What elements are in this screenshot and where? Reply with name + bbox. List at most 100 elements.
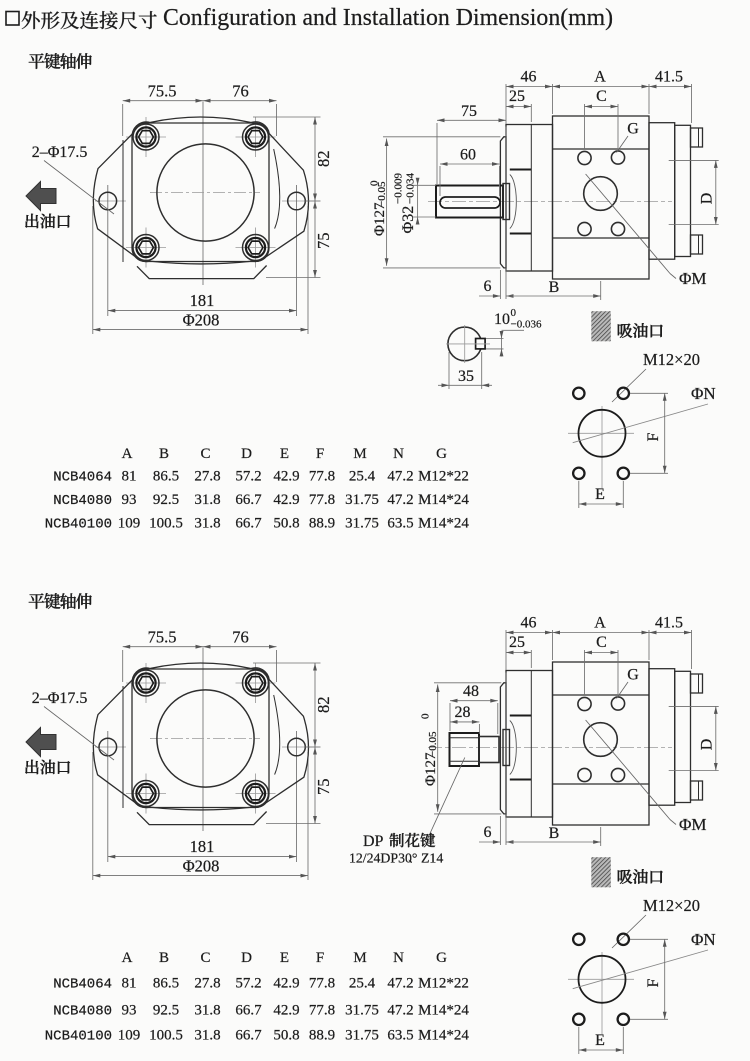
svg-text:A: A — [122, 446, 133, 462]
svg-text:ΦN: ΦN — [691, 384, 716, 403]
svg-text:66.7: 66.7 — [235, 1027, 262, 1043]
svg-text:75: 75 — [314, 233, 333, 250]
svg-text:42.9: 42.9 — [273, 1003, 299, 1019]
svg-text:47.2: 47.2 — [387, 1003, 413, 1019]
svg-text:48: 48 — [463, 683, 479, 700]
svg-text:92.5: 92.5 — [153, 492, 179, 508]
svg-text:M14*24: M14*24 — [418, 492, 469, 508]
svg-text:42.9: 42.9 — [273, 469, 299, 485]
svg-text:Z14: Z14 — [421, 851, 443, 866]
svg-text:−0.036: −0.036 — [511, 319, 542, 331]
svg-text:B: B — [159, 446, 169, 462]
svg-text:77.8: 77.8 — [309, 469, 335, 485]
svg-text:28: 28 — [455, 704, 471, 721]
svg-text:0: 0 — [511, 307, 517, 319]
svg-text:M14*24: M14*24 — [418, 1027, 469, 1043]
svg-text:A: A — [594, 69, 606, 86]
svg-text:D: D — [699, 193, 716, 205]
svg-text:B: B — [549, 279, 560, 296]
svg-text:NCB4064: NCB4064 — [53, 470, 112, 486]
svg-text:60: 60 — [460, 147, 476, 164]
svg-text:E: E — [280, 950, 289, 966]
svg-text:77.8: 77.8 — [309, 1003, 335, 1019]
svg-text:0: 0 — [420, 713, 432, 719]
svg-text:66.7: 66.7 — [235, 516, 262, 532]
svg-text:−0.05: −0.05 — [376, 181, 388, 207]
svg-text:50.8: 50.8 — [273, 1027, 299, 1043]
svg-text:35: 35 — [458, 368, 474, 385]
svg-text:0: 0 — [369, 180, 381, 186]
svg-text:31.75: 31.75 — [345, 1027, 379, 1043]
svg-text:31.75: 31.75 — [345, 1003, 379, 1019]
svg-text:NCB40100: NCB40100 — [45, 1028, 112, 1044]
svg-text:86.5: 86.5 — [153, 469, 179, 485]
svg-text:−0.034: −0.034 — [405, 173, 417, 204]
svg-text:42.9: 42.9 — [273, 492, 299, 508]
svg-text:100.5: 100.5 — [149, 1027, 183, 1043]
svg-text:F: F — [316, 446, 324, 462]
svg-text:27.8: 27.8 — [194, 469, 220, 485]
svg-text:47.2: 47.2 — [387, 492, 413, 508]
svg-text:75.5: 75.5 — [148, 82, 177, 101]
svg-text:12/24DP30°: 12/24DP30° — [349, 851, 417, 866]
svg-text:−0.009: −0.009 — [393, 173, 405, 204]
svg-text:93: 93 — [122, 1003, 137, 1019]
svg-text:NCB40100: NCB40100 — [45, 517, 112, 533]
svg-text:B: B — [159, 950, 169, 966]
svg-text:NCB4080: NCB4080 — [53, 493, 112, 509]
svg-text:81: 81 — [122, 469, 137, 485]
svg-text:N: N — [393, 446, 404, 462]
svg-text:C: C — [200, 446, 210, 462]
svg-text:31.8: 31.8 — [194, 516, 220, 532]
svg-text:100.5: 100.5 — [149, 516, 183, 532]
svg-text:86.5: 86.5 — [153, 976, 179, 992]
svg-text:82: 82 — [314, 151, 333, 168]
svg-text:25.4: 25.4 — [349, 469, 376, 485]
svg-text:C: C — [596, 88, 607, 105]
svg-text:F: F — [645, 432, 662, 441]
svg-text:63.5: 63.5 — [387, 1027, 413, 1043]
svg-text:−0.05: −0.05 — [427, 731, 439, 757]
svg-text:D: D — [241, 446, 252, 462]
svg-text:181: 181 — [190, 291, 215, 310]
svg-text:A: A — [122, 950, 133, 966]
svg-text:M14*24: M14*24 — [418, 516, 469, 532]
svg-text:G: G — [627, 121, 639, 138]
svg-text:57.2: 57.2 — [235, 976, 261, 992]
svg-text:G: G — [436, 446, 447, 462]
svg-text:109: 109 — [118, 1027, 141, 1043]
svg-text:M: M — [353, 446, 366, 462]
svg-text:75: 75 — [461, 103, 477, 120]
svg-text:N: N — [393, 950, 404, 966]
svg-text:66.7: 66.7 — [235, 492, 262, 508]
svg-text:109: 109 — [118, 516, 141, 532]
svg-text:77.8: 77.8 — [309, 976, 335, 992]
svg-text:66.7: 66.7 — [235, 1003, 262, 1019]
svg-text:88.9: 88.9 — [309, 516, 335, 532]
svg-text:NCB4080: NCB4080 — [53, 1004, 112, 1020]
svg-text:Φ208: Φ208 — [183, 311, 220, 330]
svg-text:31.8: 31.8 — [194, 492, 220, 508]
svg-text:57.2: 57.2 — [235, 469, 261, 485]
svg-text:2–Φ17.5: 2–Φ17.5 — [32, 144, 88, 161]
svg-text:DP: DP — [363, 833, 384, 850]
svg-text:Φ127: Φ127 — [423, 752, 439, 786]
svg-text:E: E — [280, 446, 289, 462]
svg-text:50.8: 50.8 — [273, 516, 299, 532]
svg-text:E: E — [595, 486, 605, 503]
svg-text:47.2: 47.2 — [387, 976, 413, 992]
svg-text:47.2: 47.2 — [387, 469, 413, 485]
svg-text:31.8: 31.8 — [194, 1003, 220, 1019]
svg-text:25.4: 25.4 — [349, 976, 376, 992]
svg-text:63.5: 63.5 — [387, 516, 413, 532]
svg-text:81: 81 — [122, 976, 137, 992]
svg-text:D: D — [241, 950, 252, 966]
svg-text:93: 93 — [122, 492, 137, 508]
svg-text:76: 76 — [232, 82, 249, 101]
svg-text:31.8: 31.8 — [194, 1027, 220, 1043]
svg-text:M12*22: M12*22 — [418, 976, 469, 992]
svg-text:77.8: 77.8 — [309, 492, 335, 508]
svg-text:ΦM: ΦM — [679, 269, 707, 288]
svg-text:41.5: 41.5 — [655, 69, 683, 86]
svg-text:Φ32: Φ32 — [400, 206, 417, 234]
